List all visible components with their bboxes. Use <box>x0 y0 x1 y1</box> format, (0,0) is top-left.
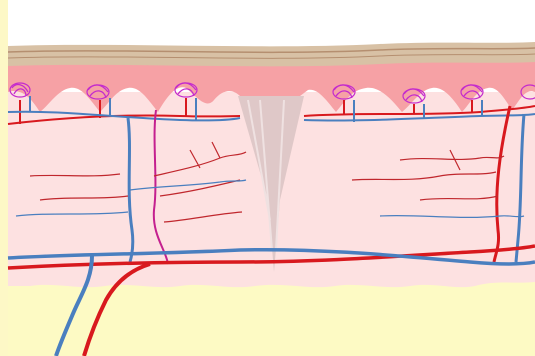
left-margin-strip <box>0 0 8 356</box>
